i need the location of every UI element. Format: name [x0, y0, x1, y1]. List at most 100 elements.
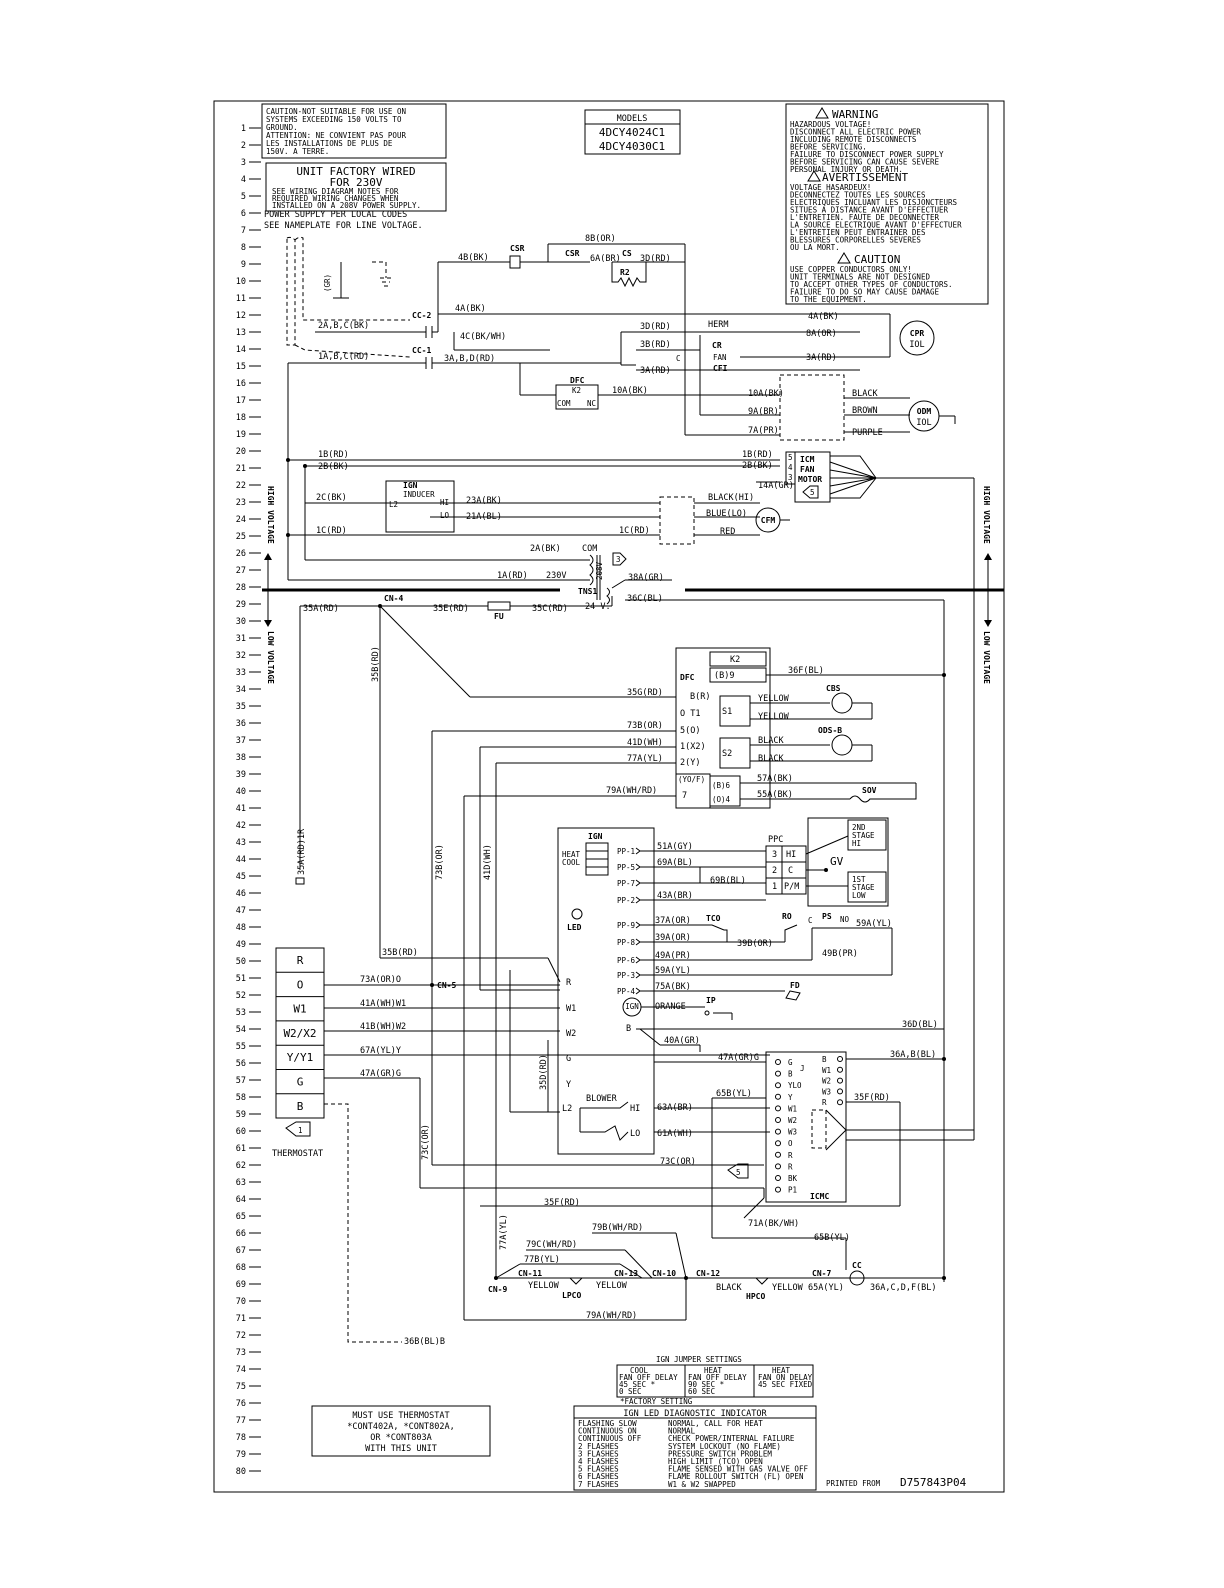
wire-label: 35A(RD)1R	[297, 828, 307, 875]
wire-label: 41D(WH)	[483, 844, 493, 880]
ign-pin-label: PP-6	[617, 956, 636, 965]
ip-label: IP	[706, 996, 716, 1005]
factory-title: UNIT FACTORY WIRED	[296, 165, 415, 178]
odsb-label: ODS-B	[818, 726, 842, 735]
230v-tap-label: 230V	[546, 571, 566, 581]
wire-label: 36A,B(BL)	[890, 1050, 936, 1060]
diagram-frame	[213, 100, 1005, 1493]
dfc-s1-label: S1	[722, 707, 732, 717]
wire-label: 3D(RD)	[640, 322, 671, 332]
ign-pins: PP-1PP-5PP-7PP-2PP-9PP-8PP-6PP-3PP-4	[617, 847, 641, 996]
jumper-heat: HEAT	[704, 1366, 723, 1375]
jumper-heat-on: 45 SEC FIXED	[758, 1380, 813, 1389]
ign-pin-connector	[635, 879, 641, 887]
fan-label: FAN	[713, 353, 727, 362]
line-number: 3	[241, 158, 246, 168]
callout-number: 1	[298, 1126, 303, 1135]
icm-motor-label: MOTOR	[798, 475, 822, 484]
caution-box: CAUTION-NOT SUITABLE FOR USE ON SYSTEMS …	[261, 103, 447, 159]
jumper-footnote: *FACTORY SETTING	[620, 1397, 693, 1406]
ign-pin-label: PP-8	[617, 938, 636, 947]
herm-label: HERM	[708, 320, 728, 330]
ign-pin-connector	[635, 847, 641, 855]
wire-label: 1C(RD)	[619, 526, 650, 536]
warning-lines: HAZARDOUS VOLTAGE!DISCONNECT ALL ELECTRI…	[790, 120, 944, 174]
nc-label: NC	[587, 399, 596, 408]
dfc-7-label: 7	[682, 791, 687, 801]
k2-top-label: K2	[572, 386, 581, 395]
odm-label: ODM	[917, 407, 932, 416]
wire-label: 3D(RD)	[640, 254, 671, 264]
icmc-right-pin	[837, 1099, 843, 1106]
wire-label: 35B(RD)	[382, 948, 418, 958]
ign-b-terminal: B	[626, 1024, 631, 1034]
wire-label: 35A(RD)	[303, 604, 339, 614]
document-code: D757843P04	[900, 1476, 967, 1489]
dfc-2y-label: 2(Y)	[680, 758, 700, 768]
line-numbers: 1234567891011121314151617181920212223242…	[236, 124, 261, 1477]
cbs-label: CBS	[826, 684, 841, 693]
led-meaning: FLAME SENSED WITH GAS VALVE OFF	[668, 1465, 808, 1474]
ign-inducer-relay	[385, 480, 455, 533]
blower-hi-label: HI	[630, 1104, 640, 1114]
led-state: 7 FLASHES	[578, 1480, 619, 1489]
blower-lo-label: LO	[630, 1129, 640, 1139]
led-state: FLASHING SLOW	[578, 1419, 637, 1428]
ign-pin-connector	[635, 938, 641, 946]
wire-label: 41B(WH)W2	[360, 1022, 406, 1032]
fu-label: FU	[494, 612, 504, 621]
wire-label: 3A(RD)	[806, 353, 837, 363]
avertissement-line: DECONNECTEZ TOUTES LES SOURCES	[790, 191, 926, 200]
icmc-board	[765, 1051, 847, 1203]
wire-label: 79C(WH/RD)	[526, 1240, 577, 1250]
caution-line: 150V. A TERRE.	[266, 147, 329, 156]
wire-label: 36B(BL)B	[404, 1337, 445, 1347]
line-number: 74	[236, 1365, 246, 1375]
power-note: SEE NAMEPLATE FOR LINE VOLTAGE.	[264, 221, 423, 231]
cn9-label: CN-9	[488, 1285, 507, 1294]
dfc-board	[675, 647, 771, 809]
warning-line: PERSONAL INJURY OR DEATH.	[790, 165, 903, 174]
line-number: 29	[236, 600, 246, 610]
line-number: 40	[236, 787, 246, 797]
jumper-cool: 0 SEC	[619, 1387, 642, 1396]
icmc-right-label: B	[822, 1055, 827, 1064]
wire-label: 79B(WH/RD)	[592, 1223, 643, 1233]
line-number: 30	[236, 617, 246, 627]
icmc-terminal-label: YLO	[788, 1081, 802, 1090]
factory-wired-box: UNIT FACTORY WIRED FOR 230V SEE WIRING D…	[265, 162, 447, 212]
line-number: 51	[236, 974, 246, 984]
stage1-label: LOW	[852, 891, 866, 900]
fd-label: FD	[790, 981, 800, 990]
icm-label: ICM	[800, 455, 815, 464]
avertissement-line: ELECTRIQUES INCLUANT LES DISJONCTEURS	[790, 198, 958, 207]
icmc-terminal-pin	[775, 1140, 781, 1147]
icmc-terminal-label: Y	[788, 1093, 793, 1102]
wire-label: 21A(BL)	[466, 512, 502, 522]
wire-label: 73A(OR)O	[360, 975, 401, 985]
dfc-yof-label: (YO/F)	[678, 775, 705, 784]
ro-label: RO	[782, 912, 792, 921]
high-voltage-label-left: HIGH VOLTAGE	[266, 486, 275, 544]
gv-label: GV	[830, 855, 844, 868]
factory-note: REQUIRED WIRING CHANGES WHEN	[272, 194, 398, 203]
ign-l2-terminal: L2	[562, 1104, 572, 1114]
line-number: 25	[236, 532, 246, 542]
cfi-label: CFI	[713, 364, 728, 373]
caution-line: LES INSTALLATIONS DE PLUS DE	[266, 139, 393, 148]
line-number: 66	[236, 1229, 246, 1239]
high-voltage-wiring: (GR) CC-2 2A,B,C(BK) 4B(BK) 4A(BK) CSR 8…	[286, 234, 956, 612]
warning-line: FAILURE TO DISCONNECT POWER SUPPLY	[790, 150, 944, 159]
line-number: 8	[241, 243, 246, 253]
line-number: 56	[236, 1059, 246, 1069]
wire-label: 39A(OR)	[655, 933, 691, 943]
line-number: 63	[236, 1178, 246, 1188]
ign-y-terminal: Y	[566, 1080, 571, 1090]
warning-box: WARNING HAZARDOUS VOLTAGE!DISCONNECT ALL…	[785, 103, 989, 305]
line-number: 50	[236, 957, 246, 967]
side-voltage-labels: HIGH VOLTAGE LOW VOLTAGE HIGH VOLTAGE LO…	[264, 486, 992, 684]
warning-line: HAZARDOUS VOLTAGE!	[790, 120, 871, 129]
